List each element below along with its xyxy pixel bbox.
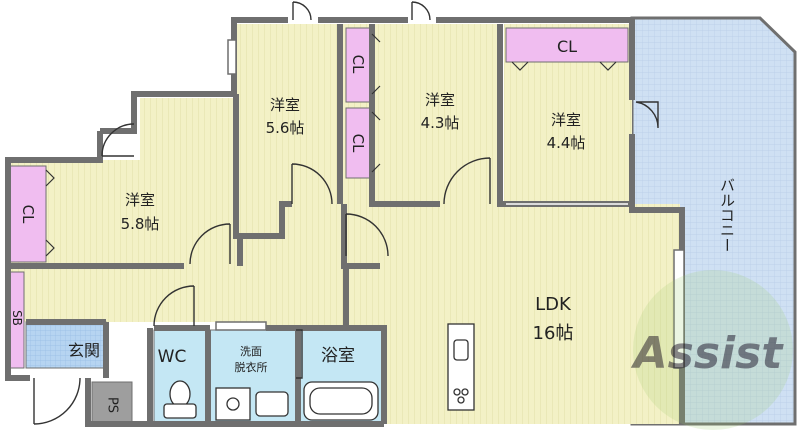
room-name-entrance: 玄関 xyxy=(68,341,100,360)
closet-label-mid-bottom: CL xyxy=(349,134,367,153)
walls xyxy=(5,17,685,427)
room-size-western-1: 5.6帖 xyxy=(266,119,305,137)
room-size-western-3: 4.4帖 xyxy=(547,134,586,152)
room-name-western-3: 洋室 xyxy=(551,111,581,129)
room-name-ldk: LDK xyxy=(535,294,572,315)
room-name-western-4: 洋室 xyxy=(125,191,155,209)
room-name-western-1: 洋室 xyxy=(270,96,300,114)
windows xyxy=(215,39,685,369)
doors xyxy=(33,1,659,425)
shoe-box-label: SB xyxy=(10,310,24,326)
room-name-washroom-line1: 洗面 xyxy=(240,345,262,358)
pipe-space-label: PS xyxy=(105,397,120,413)
room-size-ldk: 16帖 xyxy=(533,323,574,344)
room-labels: 洋室 5.6帖 洋室 4.3帖 洋室 4.4帖 洋室 5.8帖 LDK 16帖 … xyxy=(68,91,736,374)
room-size-western-2: 4.3帖 xyxy=(421,114,460,132)
room-name-balcony: バルコニー xyxy=(718,178,736,253)
room-size-western-4: 5.8帖 xyxy=(121,215,160,233)
closet-doors xyxy=(45,33,617,257)
fixtures xyxy=(163,323,475,421)
closet-label-mid-top: CL xyxy=(349,55,367,74)
closet-label-left: CL xyxy=(19,205,37,224)
closet-label-right: CL xyxy=(557,37,577,56)
closets xyxy=(9,27,629,369)
assist-watermark: Assist xyxy=(631,270,793,430)
room-name-western-2: 洋室 xyxy=(425,91,455,109)
storage-labels: CL CL CL CL SB PS xyxy=(10,37,577,413)
room-name-bath: 浴室 xyxy=(321,346,355,366)
room-name-wc: WC xyxy=(158,347,187,367)
watermark-text: Assist xyxy=(631,328,785,379)
room-name-washroom-line2: 脱衣所 xyxy=(235,360,268,374)
